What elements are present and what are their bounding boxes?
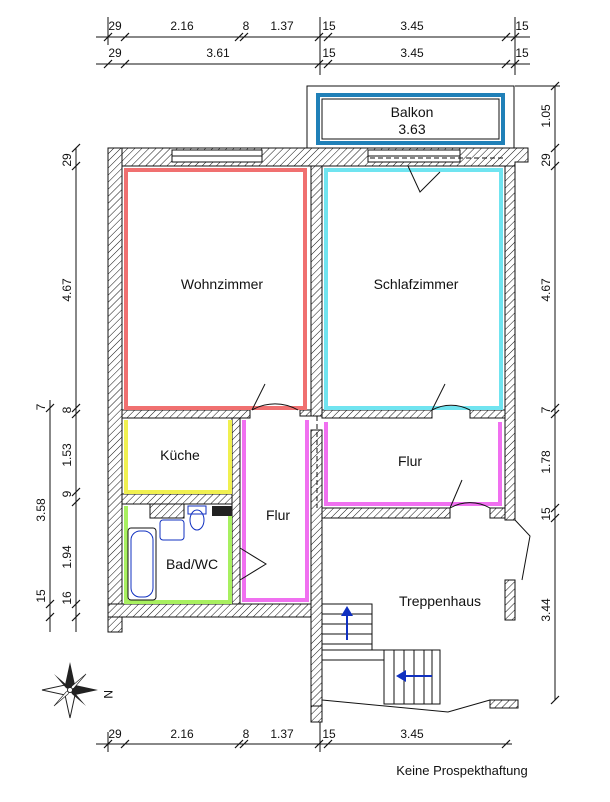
flur-right-label: Flur	[398, 453, 422, 469]
right-dim-29: 29	[539, 153, 553, 167]
left-dim-467: 4.67	[60, 278, 74, 302]
top-dim-2d: 3.45	[400, 46, 424, 60]
left-dim-194: 1.94	[60, 545, 74, 569]
windows	[171, 149, 461, 163]
schlafzimmer-label: Schlafzimmer	[374, 276, 459, 292]
top-dim-2c: 15	[322, 46, 336, 60]
stair-arrow-up-icon	[341, 606, 353, 640]
wohnzimmer-outline	[124, 168, 307, 410]
top-dimension-row-2: 29 3.61 15 3.45 15	[96, 46, 530, 69]
kueche-label: Küche	[160, 447, 200, 463]
left-dim-358: 3.58	[34, 498, 48, 522]
right-dim-344: 3.44	[539, 598, 553, 622]
top-dimension-row-1: 29 2.16 8 1.37 15 3.45 15	[96, 17, 530, 75]
left-dimension-inner: 8 1.53 9 1.94 16	[60, 406, 74, 604]
bottom-dim-345: 3.45	[400, 727, 424, 741]
staircase	[321, 603, 441, 705]
right-dim-178: 1.78	[539, 450, 553, 474]
top-dim-1c: 8	[243, 19, 250, 33]
bathroom-fixtures	[127, 503, 232, 601]
kueche-outline	[124, 420, 232, 494]
bottom-dim-15: 15	[322, 727, 336, 741]
top-dim-1a: 29	[108, 19, 122, 33]
top-dim-1b: 2.16	[170, 19, 194, 33]
left-dim-29: 29	[60, 153, 74, 167]
bad-label: Bad/WC	[166, 556, 218, 572]
bottom-dim-8: 8	[243, 727, 250, 741]
left-dimension-outer: 29 4.67 7 3.58 15	[34, 143, 81, 632]
stair-arrow-left-icon	[396, 670, 432, 682]
flur-left-label: Flur	[266, 507, 290, 523]
top-dim-1g: 15	[515, 19, 529, 33]
room-outlines	[124, 168, 503, 604]
bottom-dim-137: 1.37	[270, 727, 294, 741]
right-dimension: 1.05 29 4.67 7 1.78 15 3.44	[515, 81, 560, 705]
left-dim-8: 8	[60, 406, 74, 413]
balkon-size: 3.63	[398, 121, 425, 137]
top-dim-1e: 15	[322, 19, 336, 33]
flur-right-outline	[324, 422, 502, 506]
bottom-dim-29: 29	[108, 727, 122, 741]
right-dim-467: 4.67	[539, 278, 553, 302]
left-dim-15: 15	[34, 589, 48, 603]
bottom-dim-216: 2.16	[170, 727, 194, 741]
treppenhaus-label: Treppenhaus	[399, 593, 481, 609]
top-dim-1d: 1.37	[270, 19, 294, 33]
flur-left-outline	[242, 420, 309, 602]
top-dim-2b: 3.61	[206, 46, 230, 60]
north-label: N	[101, 690, 115, 699]
left-dim-7: 7	[34, 403, 48, 410]
disclaimer-text: Keine Prospekthaftung	[396, 763, 528, 778]
right-dim-15: 15	[539, 507, 553, 521]
left-dim-9: 9	[60, 490, 74, 497]
balkon: Balkon 3.63	[306, 85, 515, 149]
room-labels: Wohnzimmer Schlafzimmer Küche Bad/WC Flu…	[160, 276, 481, 609]
schlafzimmer-outline	[324, 168, 503, 410]
top-dim-2e: 15	[515, 46, 529, 60]
top-dim-1f: 3.45	[400, 19, 424, 33]
left-dim-16: 16	[60, 591, 74, 605]
top-dim-2a: 29	[108, 46, 122, 60]
left-dim-153: 1.53	[60, 443, 74, 467]
doors	[239, 157, 531, 713]
right-dim-105: 1.05	[539, 104, 553, 128]
walls	[107, 147, 529, 723]
wohnzimmer-label: Wohnzimmer	[181, 276, 264, 292]
balkon-label: Balkon	[391, 104, 434, 120]
bottom-dimension: 29 2.16 8 1.37 15 3.45	[96, 722, 512, 752]
compass-rose-icon: N	[41, 662, 115, 719]
right-dim-7: 7	[539, 406, 553, 413]
bad-outline	[124, 506, 232, 604]
